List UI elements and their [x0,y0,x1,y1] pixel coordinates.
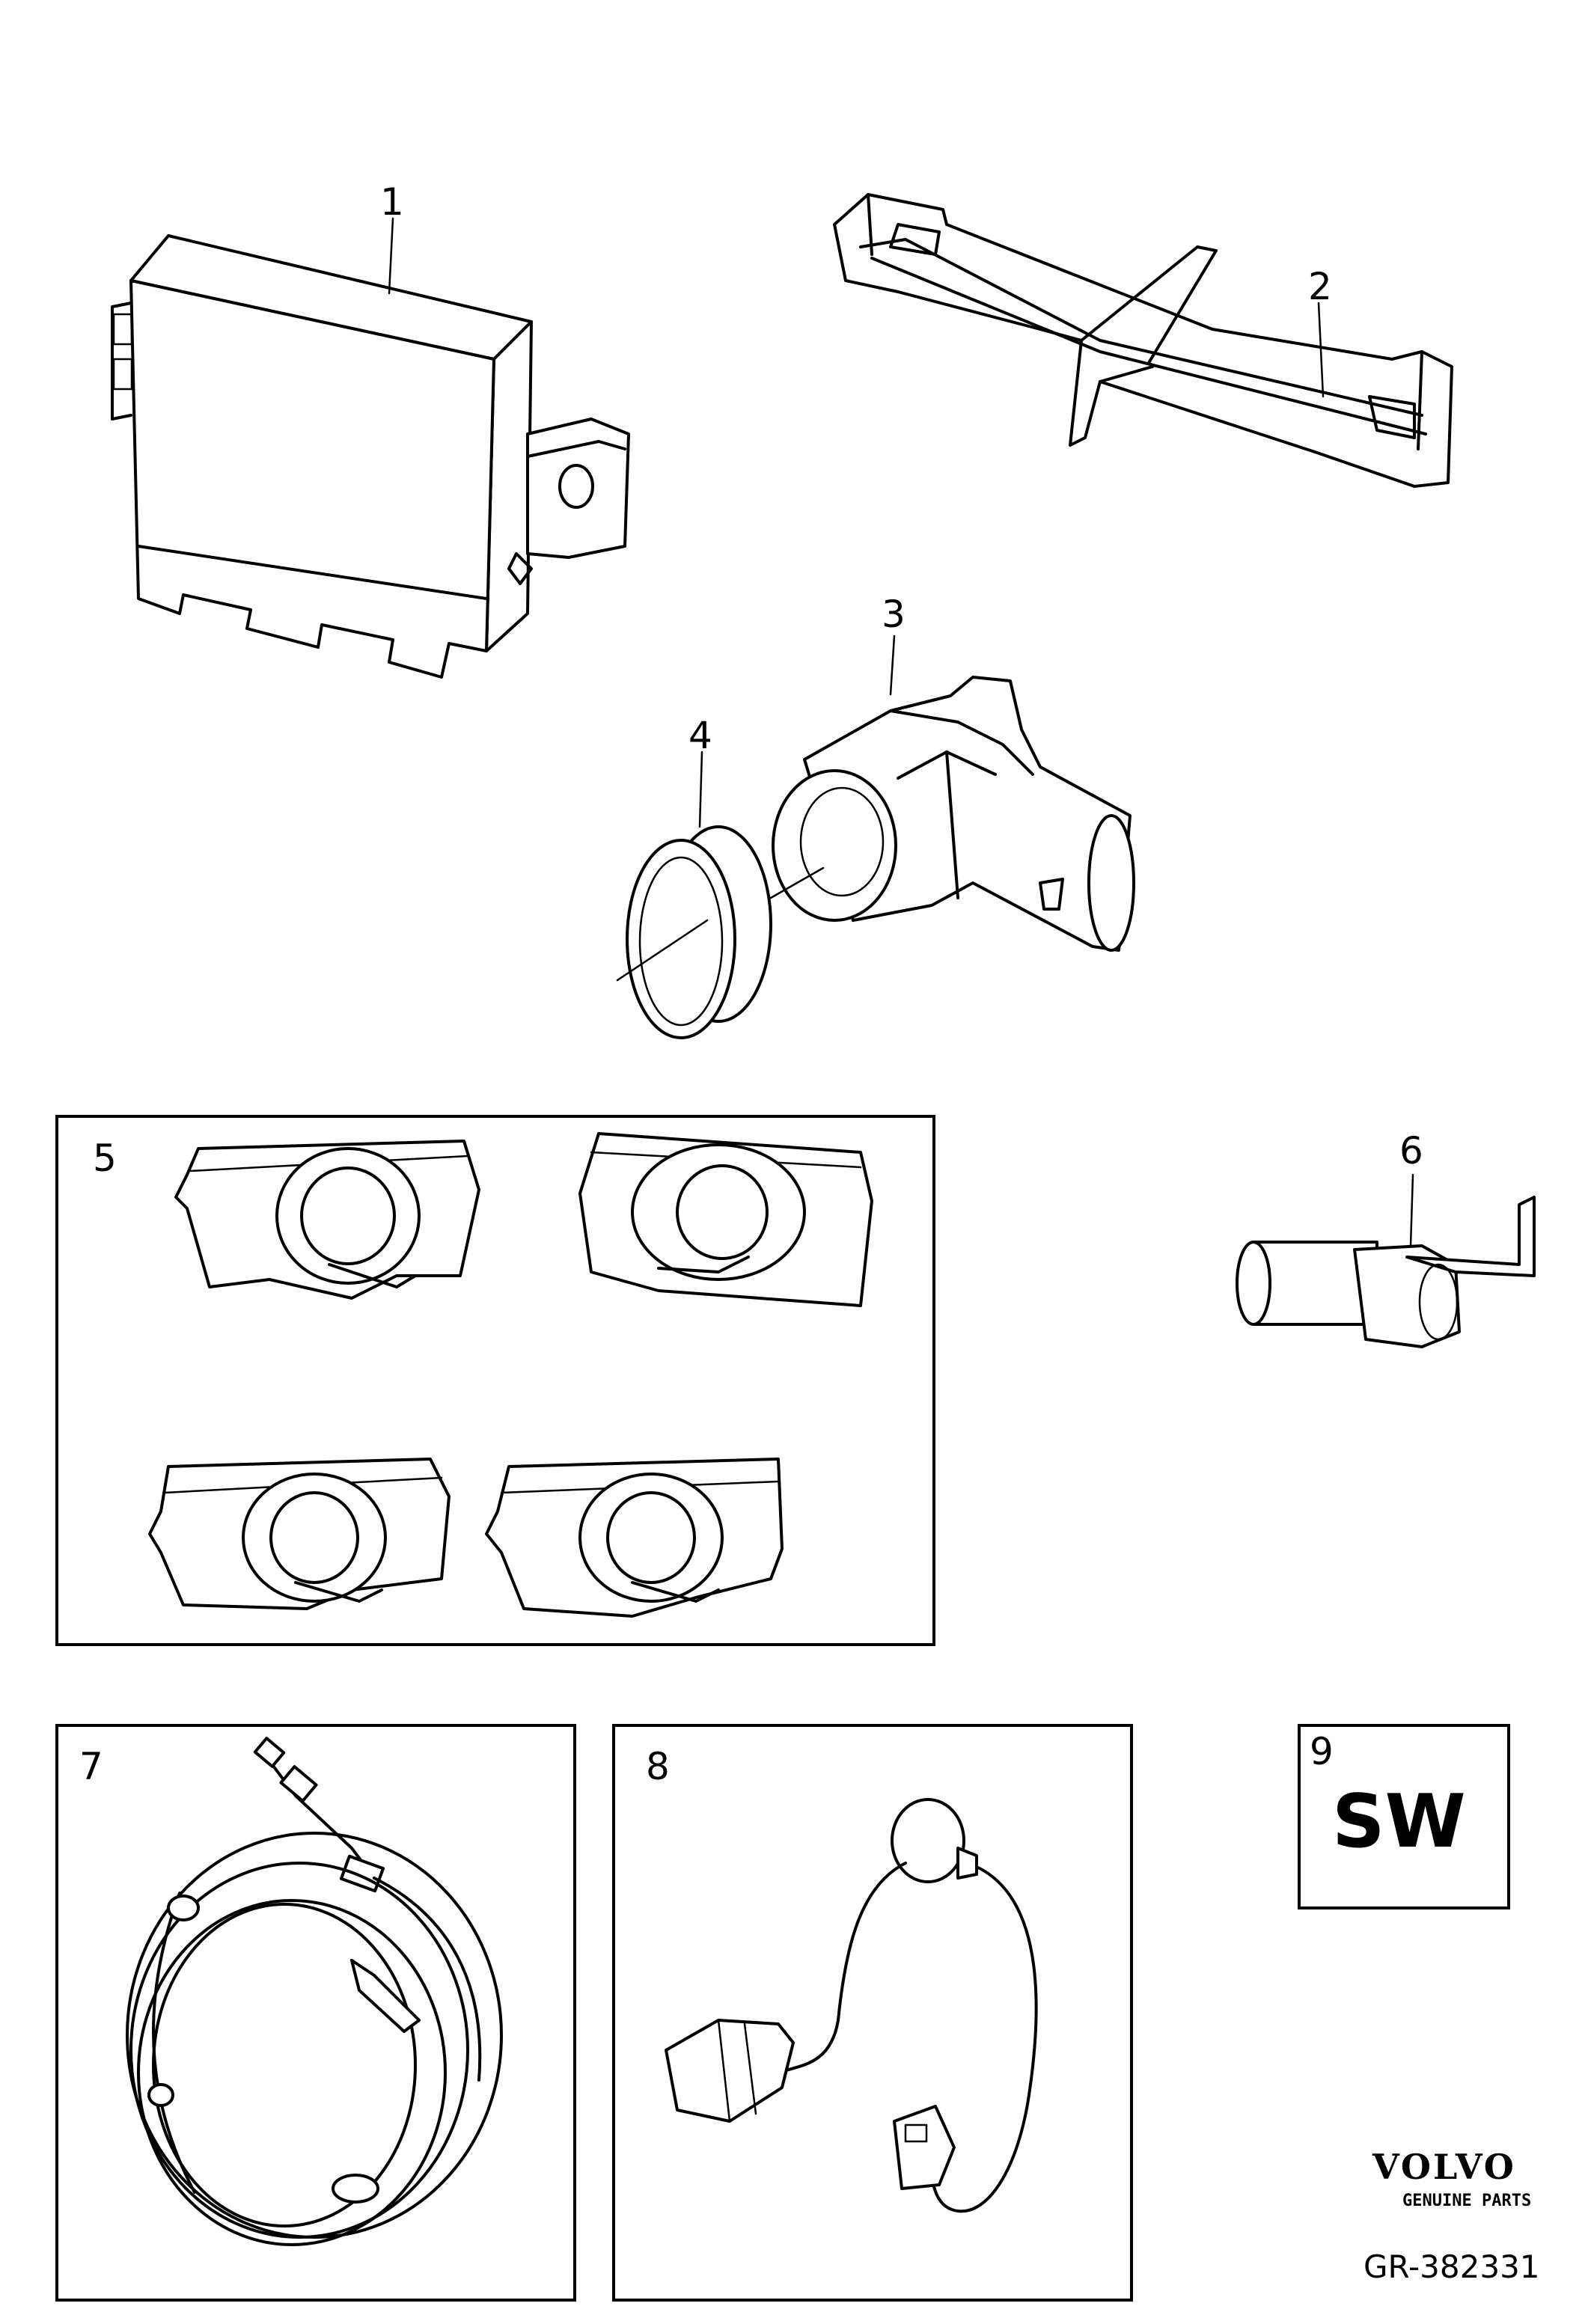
reference-number: GR-382331 [1364,2248,1540,2285]
bracket-part-2 [833,193,1453,488]
callout-label-8: 8 [646,1745,670,1788]
cable-harness-part-7 [126,1737,503,2246]
callout-label-5: 5 [93,1137,117,1180]
callout-label-1: 1 [380,180,404,224]
control-module-part-1 [111,234,630,679]
software-box [1298,1724,1510,1909]
sensor-holder-2 [578,1132,873,1307]
parking-sensor-part-3 [772,676,1135,952]
genuine-parts-label: GENUINE PARTS [1402,2192,1531,2210]
holder-set-frame [55,1115,935,1646]
sensor-ring-part-4 [626,825,772,1039]
callout-label-6: 6 [1399,1129,1423,1172]
sensor-cable-frame [612,1724,1133,2302]
connector-clip-part-6 [1236,1196,1536,1348]
sensor-cable-part-8 [665,1798,1038,2213]
callout-label-2: 2 [1308,265,1332,308]
volvo-logo: VOLVO [1372,2147,1516,2187]
sensor-holder-4 [485,1458,784,1618]
callout-label-4: 4 [688,714,712,757]
callout-label-3: 3 [882,593,906,636]
sensor-holder-1 [174,1140,480,1300]
sensor-holder-3 [148,1458,451,1610]
callout-label-9: 9 [1310,1730,1334,1773]
software-label: SW [1332,1779,1466,1865]
callout-label-7: 7 [79,1745,103,1788]
harness-coil-frame [55,1724,576,2302]
